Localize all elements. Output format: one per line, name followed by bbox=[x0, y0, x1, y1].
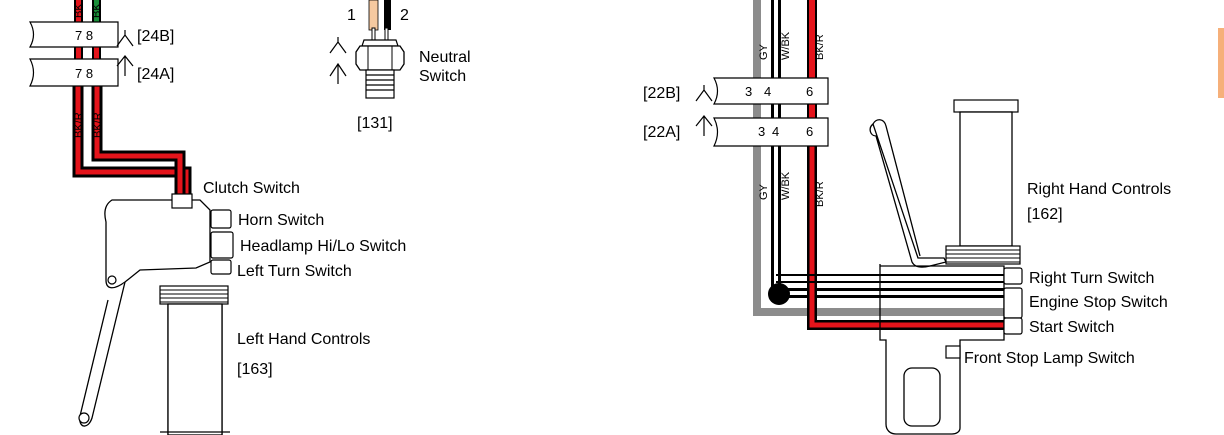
connector-22a-label: [22A] bbox=[643, 124, 680, 141]
horn-switch bbox=[210, 209, 232, 229]
female-terminal-icon bbox=[695, 85, 713, 102]
wire-label-bkr-2: BK/R bbox=[92, 112, 104, 138]
connector-24a: 7 8 [24A] bbox=[29, 55, 174, 87]
wire-black bbox=[384, 0, 391, 30]
left-wires: BK BK BK/R BK/R bbox=[72, 0, 192, 196]
connector-22a-pin-3: 3 bbox=[758, 124, 765, 139]
neutral-switch-name-1: Neutral bbox=[419, 49, 471, 66]
wire-bkr-label-bottom: BK/R bbox=[814, 181, 826, 207]
wire-bkr-inner bbox=[809, 146, 1004, 328]
wire-bkr-label-top: BK/R bbox=[814, 34, 826, 60]
wire-stub-red-1 bbox=[76, 0, 81, 22]
wire-gy-label-top: GY bbox=[758, 43, 770, 60]
connector-22a-pin-4: 4 bbox=[772, 124, 779, 139]
front-stop-lamp-switch bbox=[945, 345, 961, 359]
switch-cap bbox=[361, 39, 399, 47]
wire-top-label-2: BK bbox=[91, 3, 103, 18]
left-grip-collar bbox=[159, 285, 229, 305]
headlamp-switch bbox=[210, 231, 234, 259]
female-terminal-icon bbox=[116, 30, 134, 47]
connector-24a-pins: 7 8 bbox=[75, 66, 93, 81]
left-turn-switch-label: Left Turn Switch bbox=[237, 263, 352, 280]
left-hand-controls: Clutch Switch Horn Switch Headlamp Hi/Lo… bbox=[78, 180, 406, 435]
connector-22b: 3 4 6 [22B] bbox=[643, 77, 829, 105]
headlamp-switch-label: Headlamp Hi/Lo Switch bbox=[240, 238, 406, 255]
wire-stub-green-2 bbox=[94, 0, 99, 22]
female-terminal-icon bbox=[329, 37, 347, 54]
horn-switch-label: Horn Switch bbox=[238, 212, 324, 229]
switch-hex-nut bbox=[355, 45, 405, 71]
engine-stop-switch bbox=[1003, 287, 1023, 319]
wire-gy-label-bottom: GY bbox=[758, 183, 770, 200]
male-terminal-icon bbox=[116, 55, 134, 76]
right-turn-switch-label: Right Turn Switch bbox=[1029, 270, 1154, 287]
wire-label-bkr-1: BK/R bbox=[73, 112, 85, 138]
right-housing-window bbox=[903, 367, 941, 427]
left-turn-switch bbox=[210, 259, 232, 275]
front-stop-lamp-switch-label: Front Stop Lamp Switch bbox=[964, 350, 1135, 367]
clutch-switch-label: Clutch Switch bbox=[203, 180, 300, 197]
wire-wbk-label-bottom: W/BK bbox=[780, 171, 792, 200]
neutral-pin-2: 2 bbox=[400, 7, 409, 24]
connector-24b-pins: 7 8 bbox=[75, 28, 93, 43]
right-controls-ref: [162] bbox=[1027, 206, 1063, 223]
connector-22a: 3 4 6 [22A] bbox=[643, 115, 829, 147]
page-edge-tab bbox=[1218, 28, 1224, 98]
right-hand-controls: Right Hand Controls [162] Right Turn Swi… bbox=[869, 99, 1171, 435]
right-controls-name: Right Hand Controls bbox=[1027, 181, 1171, 198]
right-grip-end bbox=[953, 99, 1019, 113]
connector-22b-pin-6: 6 bbox=[806, 84, 813, 99]
left-controls-ref: [163] bbox=[237, 361, 273, 378]
wire-bkr-1-inner bbox=[75, 86, 189, 196]
clutch-lever bbox=[79, 281, 126, 427]
male-terminal-icon bbox=[695, 115, 713, 136]
right-grip-collar bbox=[945, 245, 1021, 265]
engine-stop-switch-label: Engine Stop Switch bbox=[1029, 294, 1168, 311]
neutral-switch-ref: [131] bbox=[357, 115, 393, 132]
wire-tan bbox=[368, 0, 379, 31]
wire-bkr-2-outer bbox=[91, 86, 186, 196]
left-controls-name: Left Hand Controls bbox=[237, 331, 370, 348]
left-switch-housing bbox=[104, 199, 211, 289]
connector-22a-pin-6: 6 bbox=[806, 124, 813, 139]
wire-wbk-label-top: W/BK bbox=[780, 31, 792, 60]
right-turn-switch bbox=[1003, 267, 1023, 285]
brake-lever bbox=[869, 122, 947, 268]
wire-gy-top bbox=[753, 0, 761, 78]
neutral-pin-1: 1 bbox=[347, 7, 356, 24]
right-switch-housing bbox=[879, 264, 1005, 435]
switch-thread bbox=[365, 69, 395, 99]
splice-dot bbox=[768, 283, 790, 305]
right-wires: GY W/BK BK/R GY W/BK BK/R bbox=[753, 0, 1004, 330]
start-switch-label: Start Switch bbox=[1029, 319, 1114, 336]
neutral-switch-name-2: Switch bbox=[419, 68, 466, 85]
clutch-switch bbox=[171, 193, 193, 209]
wire-top-label-1: BK bbox=[73, 3, 85, 18]
connector-22b-pin-3: 3 bbox=[745, 84, 752, 99]
connector-24b: 7 8 [24B] bbox=[28, 21, 174, 48]
connector-22b-pin-4: 4 bbox=[764, 84, 771, 99]
connector-24a-label: [24A] bbox=[137, 66, 174, 83]
neutral-switch: 1 2 Neutral Switch [131] bbox=[329, 0, 471, 132]
connector-22b-label: [22B] bbox=[643, 85, 680, 102]
right-grip bbox=[959, 111, 1013, 247]
wire-bkr-2-inner bbox=[94, 86, 183, 196]
connector-24b-label: [24B] bbox=[137, 28, 174, 45]
wire-gy bbox=[753, 146, 1004, 316]
male-terminal-icon bbox=[329, 62, 347, 84]
start-switch bbox=[1003, 317, 1023, 335]
